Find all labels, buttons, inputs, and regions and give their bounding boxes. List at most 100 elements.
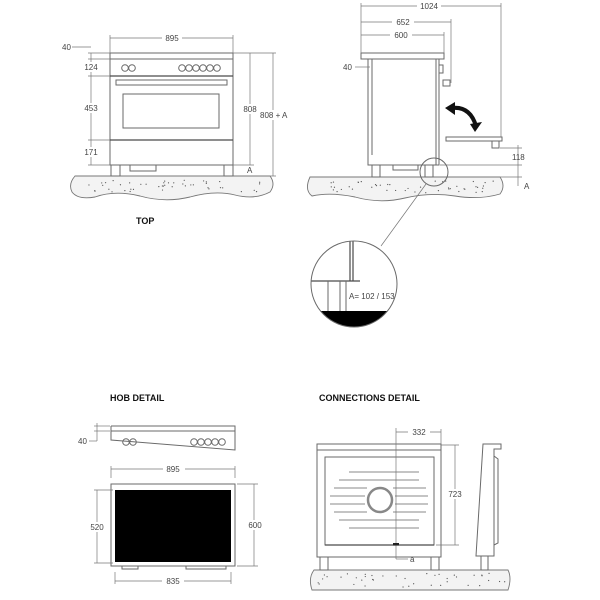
floor-front <box>70 175 274 201</box>
floor-connections <box>309 569 511 591</box>
floor-speckle <box>448 188 450 190</box>
floor-speckle <box>467 584 469 586</box>
dim-808: 808 <box>243 105 257 114</box>
floor-speckle <box>477 186 479 189</box>
floor-speckle <box>387 183 389 186</box>
floor-speckle <box>449 188 451 190</box>
floor-speckle <box>402 586 404 588</box>
floor-speckle <box>162 185 164 187</box>
floor-speckle <box>404 577 406 580</box>
floor-speckle <box>498 580 501 583</box>
floor-speckle <box>323 574 325 576</box>
floor-speckle <box>161 189 164 191</box>
floor-speckle <box>182 183 184 185</box>
dim-332: 332 <box>412 428 426 437</box>
dim-171: 171 <box>84 148 98 157</box>
knob-icon <box>206 64 214 72</box>
floor-speckle <box>240 191 242 193</box>
knob-icon <box>178 64 186 72</box>
floor-speckle <box>357 181 360 184</box>
floor-speckle <box>253 189 255 191</box>
floor-speckle <box>183 179 185 181</box>
dim-hob-40: 40 <box>62 43 71 52</box>
floor-speckle <box>102 184 104 186</box>
knob-icon <box>121 64 129 72</box>
side-hob <box>360 52 445 60</box>
floor-speckle <box>88 184 90 186</box>
glass-cooktop <box>115 490 231 562</box>
floor-speckle <box>475 191 477 193</box>
knob-icon <box>192 64 200 72</box>
floor-speckle <box>372 578 374 581</box>
foot-left <box>110 164 121 177</box>
floor-speckle <box>361 579 363 581</box>
floor-speckle <box>326 576 328 578</box>
floor-speckle <box>333 186 336 188</box>
dim-118: 118 <box>512 153 525 162</box>
floor-speckle <box>171 186 173 188</box>
point-a: a <box>410 555 415 564</box>
connections-detail: CONNECTIONS DETAIL a 332 723 <box>309 393 511 591</box>
dim-723: 723 <box>448 490 462 499</box>
floor-speckle <box>161 185 163 187</box>
cooker-body <box>109 58 234 166</box>
floor-speckle <box>434 574 436 576</box>
floor-speckle <box>158 186 160 188</box>
floor-speckle <box>129 182 131 184</box>
floor-speckle <box>353 583 355 586</box>
dim-hob-835: 835 <box>166 577 180 586</box>
floor-speckle <box>259 181 261 183</box>
floor-speckle <box>104 182 107 184</box>
floor-speckle <box>455 576 458 578</box>
knob-icon <box>185 64 193 72</box>
floor-speckle <box>437 190 440 192</box>
knob-icon <box>199 64 207 72</box>
dim-hob-thickness: 40 <box>78 437 87 446</box>
floor-speckle <box>94 190 96 192</box>
floor-speckle <box>492 180 494 182</box>
dim-124: 124 <box>84 63 98 72</box>
floor-speckle <box>375 185 378 187</box>
fan-icon <box>366 486 394 514</box>
floor-speckle <box>481 575 483 577</box>
floor-speckle <box>430 584 432 586</box>
dim-600: 600 <box>394 31 408 40</box>
floor-speckle <box>463 188 465 190</box>
floor-speckle <box>482 187 484 189</box>
plinth <box>129 164 157 172</box>
floor-speckle <box>317 582 319 584</box>
floor-speckle <box>332 181 335 183</box>
floor-speckle <box>395 575 397 577</box>
dim-width: 895 <box>165 34 179 43</box>
floor-speckle <box>130 188 132 190</box>
floor-speckle <box>258 183 261 185</box>
title-top: TOP <box>136 216 154 226</box>
floor-speckle <box>456 185 458 187</box>
floor-speckle <box>167 182 170 184</box>
floor-speckle <box>208 188 210 190</box>
floor-speckle <box>504 581 506 583</box>
detail-magnified: A= 102 / 153 <box>310 240 398 328</box>
floor-speckle <box>219 187 222 189</box>
floor-speckle <box>111 191 113 193</box>
floor-speckle <box>163 182 165 184</box>
floor-speckle <box>124 190 126 192</box>
floor-speckle <box>419 186 422 188</box>
side-knob-2 <box>442 79 451 87</box>
dim-453: 453 <box>84 104 98 113</box>
oven-handle <box>115 79 228 86</box>
floor-speckle <box>205 181 207 183</box>
floor-speckle <box>408 585 410 587</box>
floor-speckle <box>330 186 332 188</box>
dim-hob-520: 520 <box>90 523 104 532</box>
foot-right <box>223 164 234 177</box>
floor-speckle <box>379 184 381 186</box>
floor-speckle <box>360 181 362 183</box>
floor-speckle <box>447 187 450 189</box>
dim-side-a: A <box>524 182 530 191</box>
floor-speckle <box>340 576 342 578</box>
floor-speckle <box>364 575 366 578</box>
floor-side <box>307 176 504 202</box>
floor-speckle <box>340 188 342 191</box>
floor-speckle <box>207 187 209 189</box>
